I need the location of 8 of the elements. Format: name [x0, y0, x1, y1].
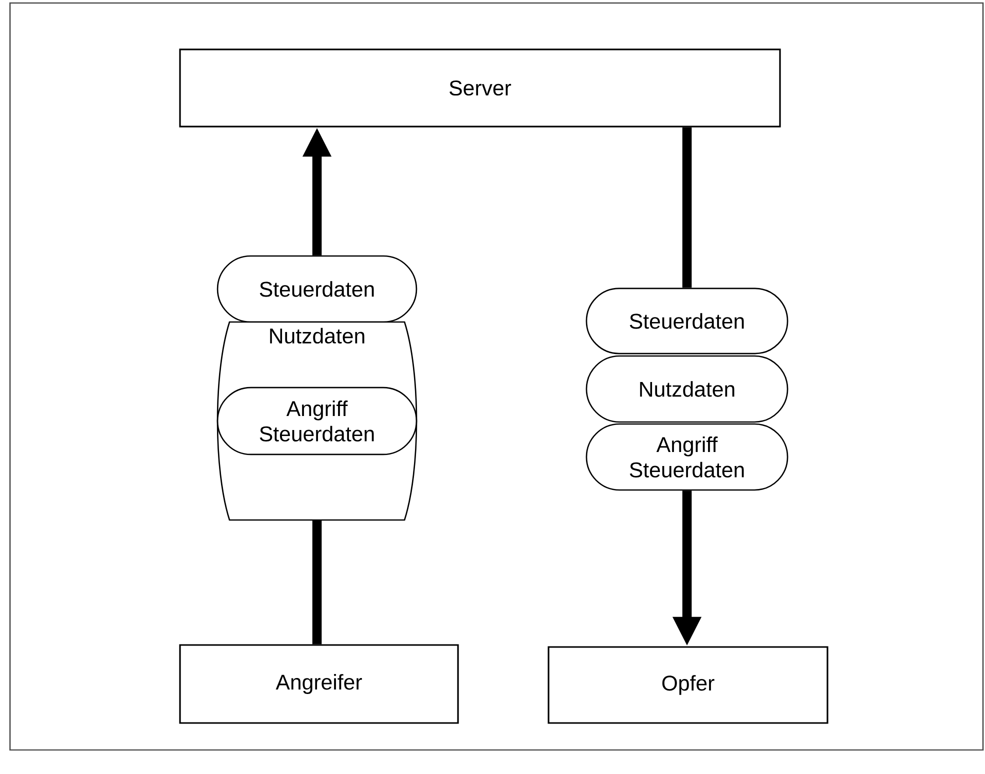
process-box: Angreifer	[179, 644, 459, 724]
data-pill: Angriff Steuerdaten	[586, 423, 788, 491]
data-pill: Nutzdaten	[586, 355, 788, 423]
data-pill: Steuerdaten	[586, 288, 788, 354]
process-box: Server	[179, 48, 781, 128]
process-box: Opfer	[548, 646, 828, 724]
data-pill: Angriff Steuerdaten	[216, 386, 418, 456]
data-pill: Steuerdaten	[216, 255, 418, 323]
